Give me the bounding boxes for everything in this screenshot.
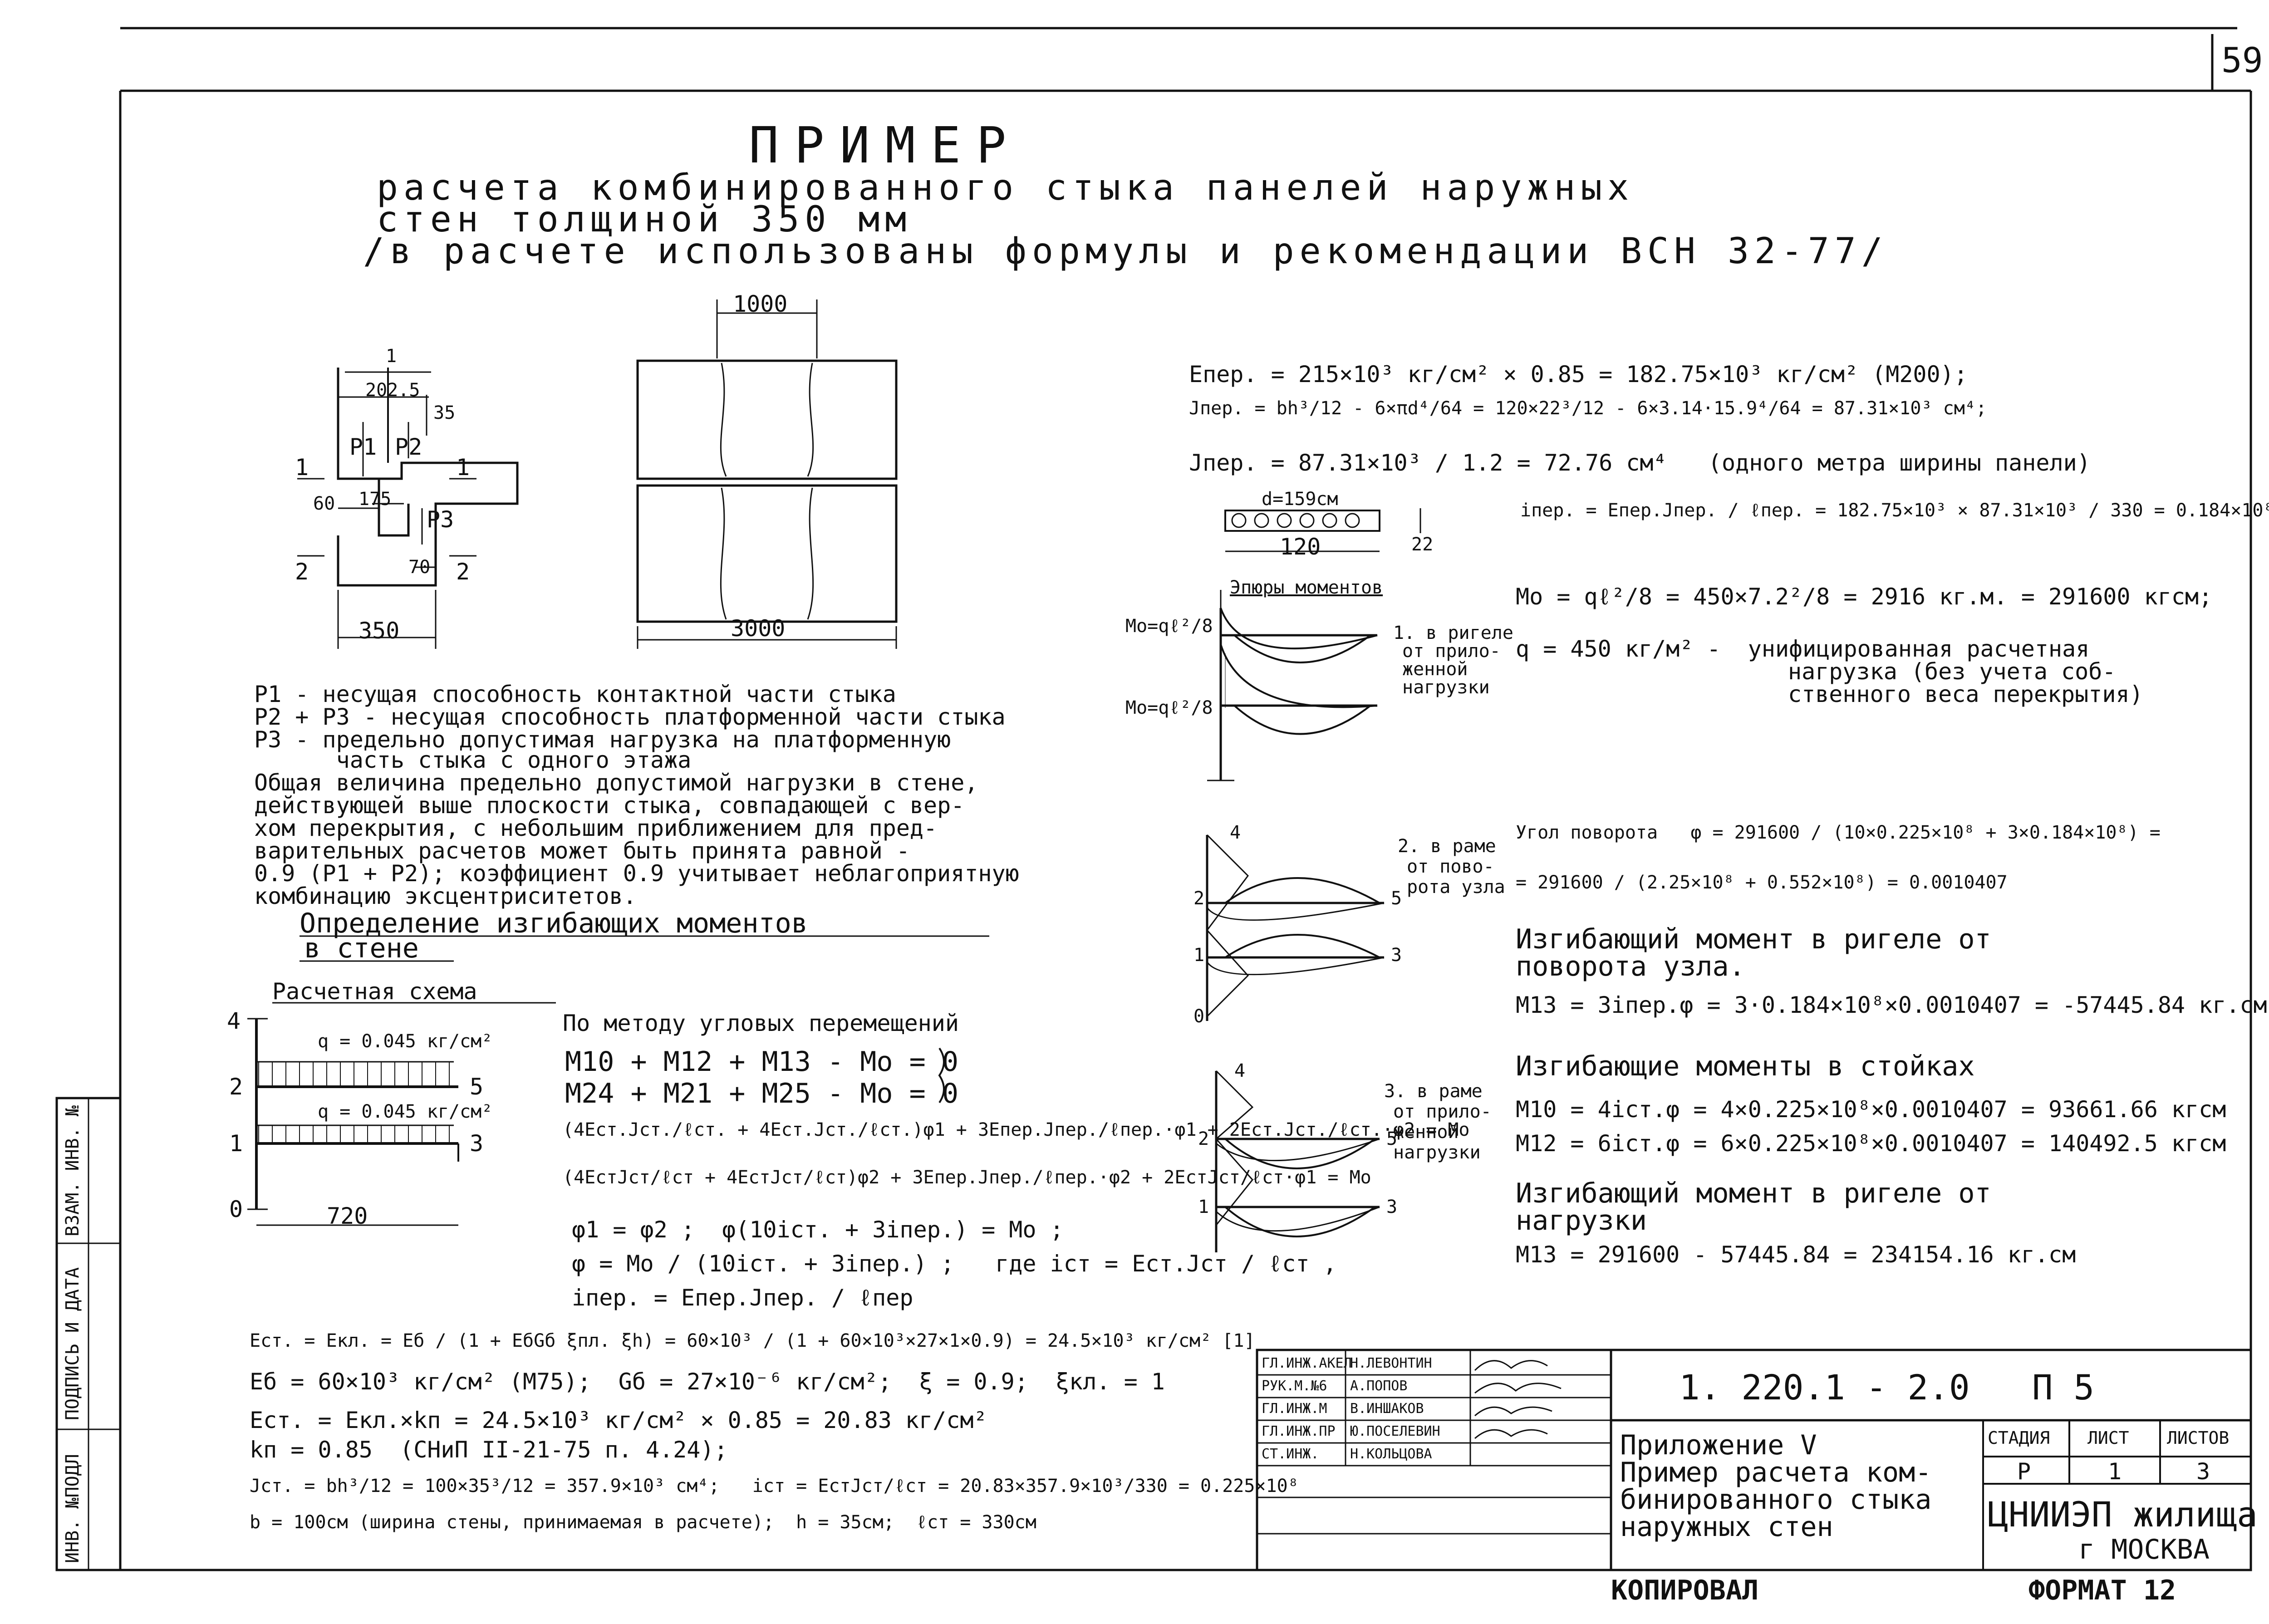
dim-60: 60 <box>313 493 335 514</box>
panel-elevation-drawing <box>636 299 898 649</box>
dim-35: 35 <box>433 402 456 423</box>
epure3-node-1: 1 <box>1198 1197 1209 1217</box>
bend-rot-1: Изгибающий момент в ригеле от <box>1516 923 1991 955</box>
epure-case-2 <box>1206 834 1385 1021</box>
epure2-node-5: 5 <box>1391 888 1402 909</box>
sheets-value: 3 <box>2196 1458 2210 1485</box>
stamp-signature-date: ПОДПИСЬ И ДАТА <box>62 1267 83 1420</box>
title-line-1: расчета комбинированного стыка панелей н… <box>377 167 1635 208</box>
mo-label-2: Mo=qℓ²/8 <box>1125 697 1213 718</box>
m12: M12 = 6iст.φ = 6×0.225×10⁸×0.0010407 = 1… <box>1516 1130 2226 1157</box>
dim-70: 70 <box>408 557 431 578</box>
copied-label: КОПИРОВАЛ <box>1611 1575 1759 1606</box>
scheme-node-1: 1 <box>229 1130 243 1157</box>
dim-175: 175 <box>359 489 392 510</box>
label-p2: P2 <box>395 434 422 460</box>
scheme-node-0: 0 <box>229 1196 243 1222</box>
rotation-line-1: Угол поворота φ = 291600 / (10×0.225×10⁸… <box>1516 822 2161 843</box>
slab-height: 22 <box>1411 534 1434 555</box>
method-title: По методу угловых перемещений <box>563 1010 959 1036</box>
sheets-label: ЛИСТОВ <box>2167 1428 2230 1448</box>
block-desc-3: бинированного стыка <box>1620 1484 1932 1516</box>
scheme-node-5: 5 <box>470 1074 484 1100</box>
mo-formula: Mo = qℓ²/8 = 450×7.2²/8 = 2916 кг.м. = 2… <box>1516 584 2213 610</box>
scheme-node-4: 4 <box>227 1008 241 1034</box>
section-2-right: 2 <box>456 559 470 585</box>
section-heading-2: в стене <box>304 932 419 964</box>
dim-1000: 1000 <box>733 291 788 317</box>
section-2-left: 2 <box>295 559 309 585</box>
dim-3000: 3000 <box>731 615 786 642</box>
slab-section-drawing <box>1224 508 1421 552</box>
scheme-node-2: 2 <box>229 1074 243 1100</box>
title-block-lines <box>1256 1349 2252 1571</box>
q-line-3: ственного веса перекрытия) <box>1788 681 2143 707</box>
epure-case-3 <box>1215 1070 1380 1252</box>
load-bottom: q = 0.045 кг/см² <box>318 1101 493 1122</box>
section-heading: Определение изгибающих моментов <box>300 908 808 939</box>
page-title: ПРИМЕР <box>749 116 1022 174</box>
stand-title: Изгибающие моменты в стойках <box>1516 1050 1975 1082</box>
dim-350: 350 <box>359 618 400 644</box>
joint-section-drawing <box>297 368 519 649</box>
section-1-left: 1 <box>295 454 309 481</box>
epure2-node-0: 0 <box>1193 1006 1205 1027</box>
title-line-2: стен толщиной 350 мм <box>377 199 912 240</box>
epure2-node-1: 1 <box>1193 945 1205 966</box>
stage-label: СТАДИЯ <box>1988 1428 2050 1448</box>
calculation-scheme-frame <box>247 1018 459 1226</box>
q-line-1: q = 450 кг/м² - унифицированная расчетна… <box>1516 636 2090 662</box>
bend-load-2: нагрузки <box>1516 1205 1647 1236</box>
stamp-inv-podl: ИНВ. №ПОДЛ <box>62 1454 83 1563</box>
title-line-3: /в расчете использованы формулы и рекоме… <box>363 231 1888 272</box>
label-p3: P3 <box>427 506 454 533</box>
block-desc-4: наружных стен <box>1620 1511 1833 1543</box>
bend-rot-2: поворота узла. <box>1516 951 1745 982</box>
document-code: 1. 220.1 - 2.0 П 5 <box>1679 1367 2095 1408</box>
dim-top: 1 <box>386 346 397 367</box>
scheme-title: Расчетная схема <box>272 978 477 1005</box>
q-line-2: нагрузка (без учета соб- <box>1788 658 2116 685</box>
epure3-node-3: 3 <box>1386 1197 1398 1217</box>
block-desc-1: Приложение V <box>1620 1429 1817 1461</box>
m13-rot: M13 = 3iпер.φ = 3·0.184×10⁸×0.0010407 = … <box>1516 992 2267 1018</box>
epure2-node-4: 4 <box>1230 822 1241 843</box>
slab-hole: d=159см <box>1262 489 1338 510</box>
rotation-line-2: = 291600 / (2.25×10⁸ + 0.552×10⁸) = 0.00… <box>1516 872 2008 893</box>
load-top: q = 0.045 кг/см² <box>318 1031 493 1052</box>
label-p1: P1 <box>349 434 377 460</box>
scheme-node-3: 3 <box>470 1130 484 1157</box>
scheme-span: 720 <box>327 1203 368 1229</box>
epure-title: Эпюры моментов <box>1230 577 1383 598</box>
sheet-number: 59 <box>2221 40 2263 80</box>
sheet-value: 1 <box>2108 1458 2122 1485</box>
m10: M10 = 4iст.φ = 4×0.225×10⁸×0.0010407 = 9… <box>1516 1096 2226 1123</box>
stamp-vzam-inv: ВЗАМ. ИНВ. № <box>62 1105 83 1236</box>
dim-202: 202.5 <box>365 380 420 401</box>
slab-width: 120 <box>1280 534 1321 560</box>
organization: ЦНИИЭП жилища <box>1988 1494 2258 1535</box>
epure3-node-5: 5 <box>1386 1128 1398 1149</box>
format-label: ФОРМАТ 12 <box>2028 1575 2176 1606</box>
epure2-node-2: 2 <box>1193 888 1205 909</box>
m13-final: M13 = 291600 - 57445.84 = 234154.16 кг.с… <box>1516 1241 2076 1268</box>
block-desc-2: Пример расчета ком- <box>1620 1457 1932 1488</box>
organization-city: г МОСКВА <box>2078 1534 2210 1565</box>
stage-value: Р <box>2017 1458 2031 1485</box>
epure3-node-4: 4 <box>1234 1060 1246 1081</box>
sheet-label: ЛИСТ <box>2087 1428 2129 1448</box>
mo-label-1: Mo=qℓ²/8 <box>1125 616 1213 637</box>
epure3-node-2: 2 <box>1198 1128 1209 1149</box>
epure2-node-3: 3 <box>1391 945 1402 966</box>
bend-load-1: Изгибающий момент в ригеле от <box>1516 1178 1991 1209</box>
section-1-right: 1 <box>456 454 470 481</box>
epure-case-1 <box>1207 590 1378 781</box>
